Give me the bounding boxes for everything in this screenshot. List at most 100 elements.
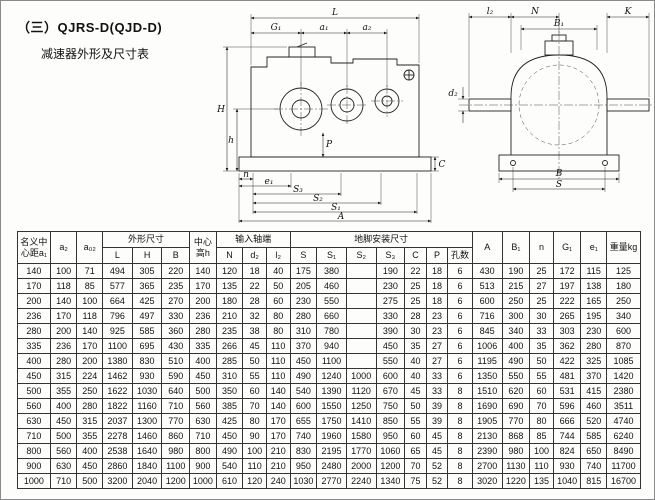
table-cell: 60: [404, 428, 427, 444]
table-cell: 868: [501, 428, 531, 444]
table-cell: 1240: [316, 368, 347, 384]
table-cell: 210: [265, 443, 291, 459]
table-cell: 980: [501, 443, 531, 459]
table-cell: 60: [265, 293, 291, 309]
table-header: 名义中心距a₁ a₂ a₀₂ 外形尺寸 中心高h 输入轴端 地脚安装尺寸 A B…: [17, 231, 641, 264]
table-cell: 120: [215, 263, 244, 279]
table-cell: 560: [49, 443, 78, 459]
col-header-A: A: [471, 231, 503, 264]
table-cell: 90: [242, 428, 267, 444]
table-cell: 195: [580, 308, 608, 324]
group-header-outline-dims: 外形尺寸: [102, 231, 191, 248]
col-header-holes: 孔数: [447, 247, 473, 264]
table-cell: 560: [189, 398, 217, 414]
table-cell: 80: [242, 413, 267, 429]
table-cell: 180: [606, 278, 641, 294]
table-cell: 110: [265, 353, 291, 369]
table-cell: 52: [425, 458, 449, 474]
table-cell: 115: [580, 263, 608, 279]
table-cell: 170: [265, 413, 291, 429]
table-cell: 630: [49, 458, 78, 474]
dim-label-G1: G₁: [271, 23, 282, 33]
dim-label-N: N: [530, 7, 540, 17]
table-cell: 585: [580, 428, 608, 444]
table-cell: 585: [131, 323, 163, 339]
table-cell: 70: [404, 458, 427, 474]
side-view-centerlines: [274, 82, 403, 136]
table-cell: 170: [49, 308, 78, 324]
table-cell: 140: [189, 263, 217, 279]
dim-label-a2: a₂: [363, 23, 372, 33]
table-cell: 450: [215, 428, 244, 444]
doc-title-block: （三）QJRS-D(QJD-D) 减速器外形及尺寸表: [17, 17, 162, 62]
table-cell: [345, 308, 377, 324]
table-cell: 50: [242, 353, 267, 369]
table-cell: [345, 338, 377, 354]
table-cell: 315: [76, 413, 104, 429]
table-cell: 55: [529, 368, 554, 384]
table-cell: 355: [76, 428, 104, 444]
table-cell: 1200: [375, 458, 406, 474]
table-cell: 235: [161, 278, 191, 294]
table-cell: 25: [404, 278, 427, 294]
table-cell: 118: [76, 308, 104, 324]
table-cell: 490: [215, 443, 244, 459]
table-cell: 8490: [606, 443, 641, 459]
table-cell: 140: [49, 293, 78, 309]
table-cell: 39: [425, 398, 449, 414]
table-cell: 27: [425, 338, 449, 354]
table-cell: 425: [131, 293, 163, 309]
table-cell: 110: [265, 338, 291, 354]
table-cell: 800: [189, 443, 217, 459]
table-cell: 110: [265, 368, 291, 384]
table-cell: 460: [316, 278, 347, 294]
table-cell: 500: [189, 383, 217, 399]
col-header-a2: a₂: [49, 231, 78, 264]
table-cell: 55: [404, 413, 427, 429]
table-cell: 400: [501, 338, 531, 354]
table-cell: 710: [189, 428, 217, 444]
table-cell: 770: [501, 413, 531, 429]
table-cell: 280: [289, 308, 318, 324]
dim-label-S1: S₁: [331, 203, 341, 213]
table-cell: 85: [76, 278, 104, 294]
dim-label-n: n: [243, 170, 249, 180]
table-cell: 390: [375, 323, 406, 339]
table-cell: 340: [606, 308, 641, 324]
table-cell: 670: [375, 383, 406, 399]
side-view-dimension-lines: [225, 16, 437, 223]
col-header-P: P: [425, 247, 449, 264]
table-cell: 940: [316, 338, 347, 354]
table-cell: 6: [447, 368, 473, 384]
table-cell: 270: [161, 293, 191, 309]
table-cell: 3511: [606, 398, 641, 414]
table-cell: 190: [375, 263, 406, 279]
table-cell: 1300: [131, 413, 163, 429]
end-view-dimension-lines: [468, 15, 650, 191]
col-header-S2: S₂: [345, 247, 377, 264]
table-cell: 1690: [471, 398, 503, 414]
table-cell: 75: [404, 473, 427, 489]
table-cell: 1006: [471, 338, 503, 354]
table-cell: 80: [265, 308, 291, 324]
technical-drawings: L G₁ a₁ a₂ H h P C n e₁ S₃ S₂ S₁ A: [216, 7, 653, 223]
table-cell: 100: [242, 443, 267, 459]
table-cell: 330: [161, 308, 191, 324]
table-cell: 28: [404, 308, 427, 324]
table-cell: 450: [49, 413, 78, 429]
table-cell: 55: [242, 368, 267, 384]
table-cell: 50: [404, 398, 427, 414]
table-cell: 930: [131, 368, 163, 384]
table-cell: 250: [76, 383, 104, 399]
table-cell: 830: [289, 443, 318, 459]
table-cell: 481: [552, 368, 582, 384]
table-cell: 490: [289, 368, 318, 384]
table-cell: 2380: [606, 383, 641, 399]
table-cell: 100: [529, 443, 554, 459]
table-cell: 18: [242, 263, 267, 279]
table-cell: 655: [289, 413, 318, 429]
